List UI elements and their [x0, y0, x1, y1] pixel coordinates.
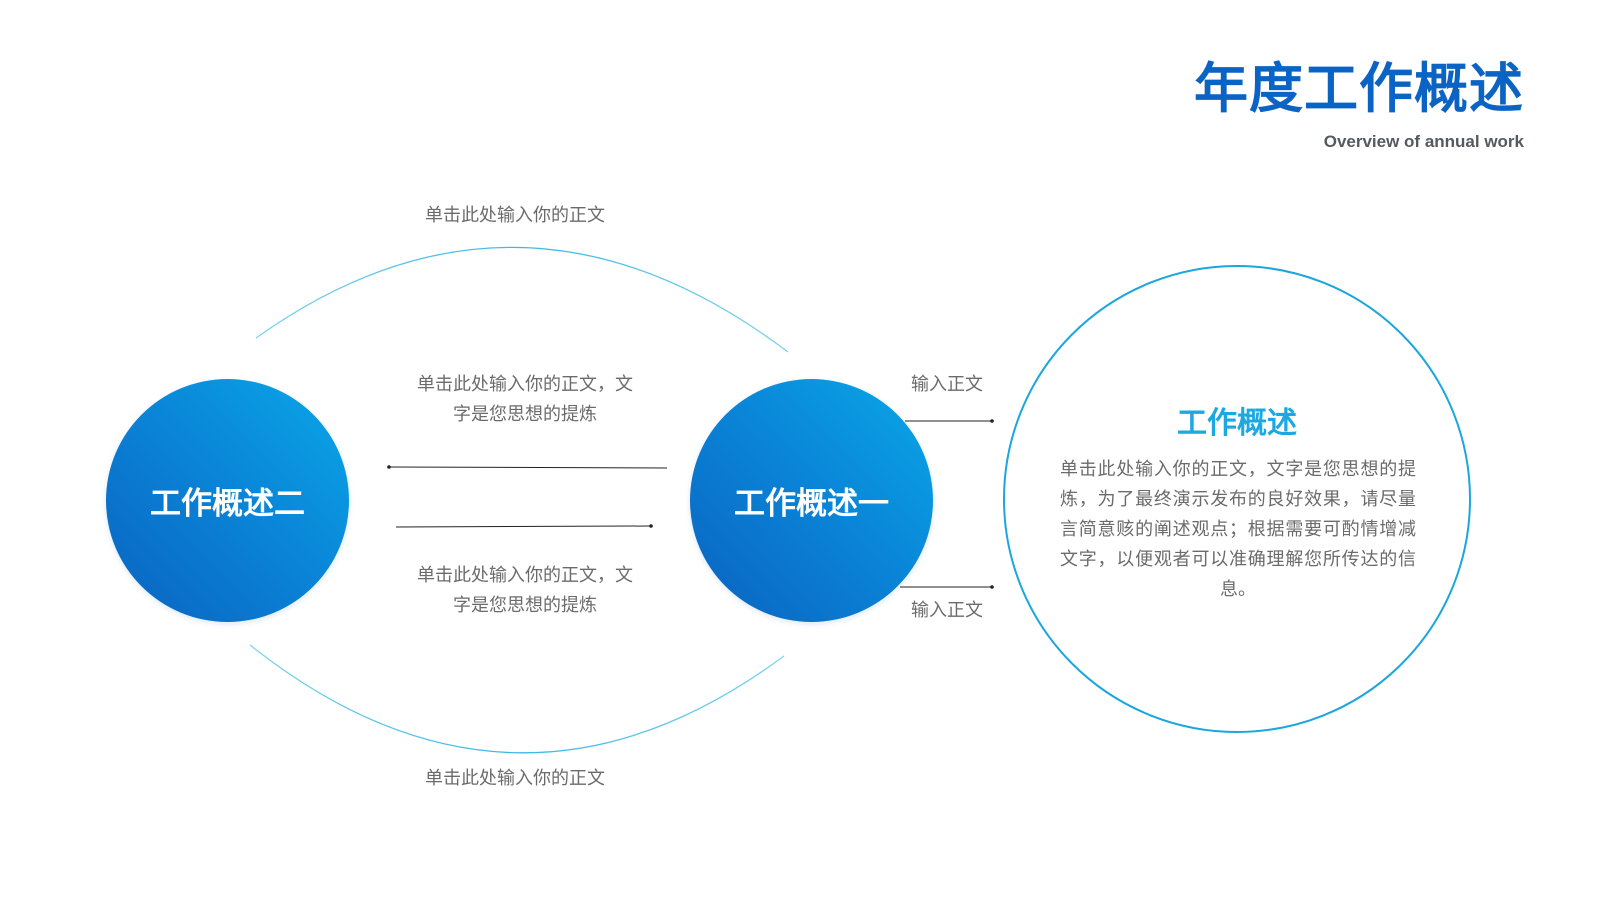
- connector-label-top: 输入正文: [911, 374, 983, 395]
- overview-panel-ring: [1003, 265, 1471, 733]
- circle-overview-one: 工作概述一: [690, 379, 933, 622]
- middle-text-lower-line-1: 单击此处输入你的正文，文: [417, 565, 633, 586]
- middle-text-lower-line-2: 字是您思想的提炼: [453, 595, 597, 616]
- circle-overview-two-label: 工作概述二: [150, 486, 305, 522]
- middle-text-upper-line-1: 单击此处输入你的正文，文: [417, 374, 633, 395]
- middle-line-upper: [388, 466, 668, 469]
- arc-bottom-text: 单击此处输入你的正文: [425, 768, 605, 789]
- middle-text-upper-line-2: 字是您思想的提炼: [453, 404, 597, 425]
- middle-line-lower: [395, 525, 652, 528]
- arc-top-text: 单击此处输入你的正文: [425, 205, 605, 226]
- circle-overview-two: 工作概述二: [106, 379, 349, 622]
- page-title: 年度工作概述: [1194, 57, 1524, 120]
- lower-arc: [249, 644, 785, 754]
- upper-arc: [255, 246, 789, 353]
- circle-overview-one-label: 工作概述一: [734, 486, 889, 522]
- overview-panel-title: 工作概述: [1177, 406, 1297, 441]
- connector-label-bottom: 输入正文: [911, 600, 983, 621]
- middle-text-lower: 单击此处输入你的正文，文 字是您思想的提炼: [385, 561, 665, 621]
- overview-panel-description: 单击此处输入你的正文，文字是您思想的提炼，为了最终演示发布的良好效果，请尽量言简…: [1060, 459, 1416, 600]
- middle-text-upper: 单击此处输入你的正文，文 字是您思想的提炼: [385, 370, 665, 430]
- page-subtitle: Overview of annual work: [1323, 132, 1524, 151]
